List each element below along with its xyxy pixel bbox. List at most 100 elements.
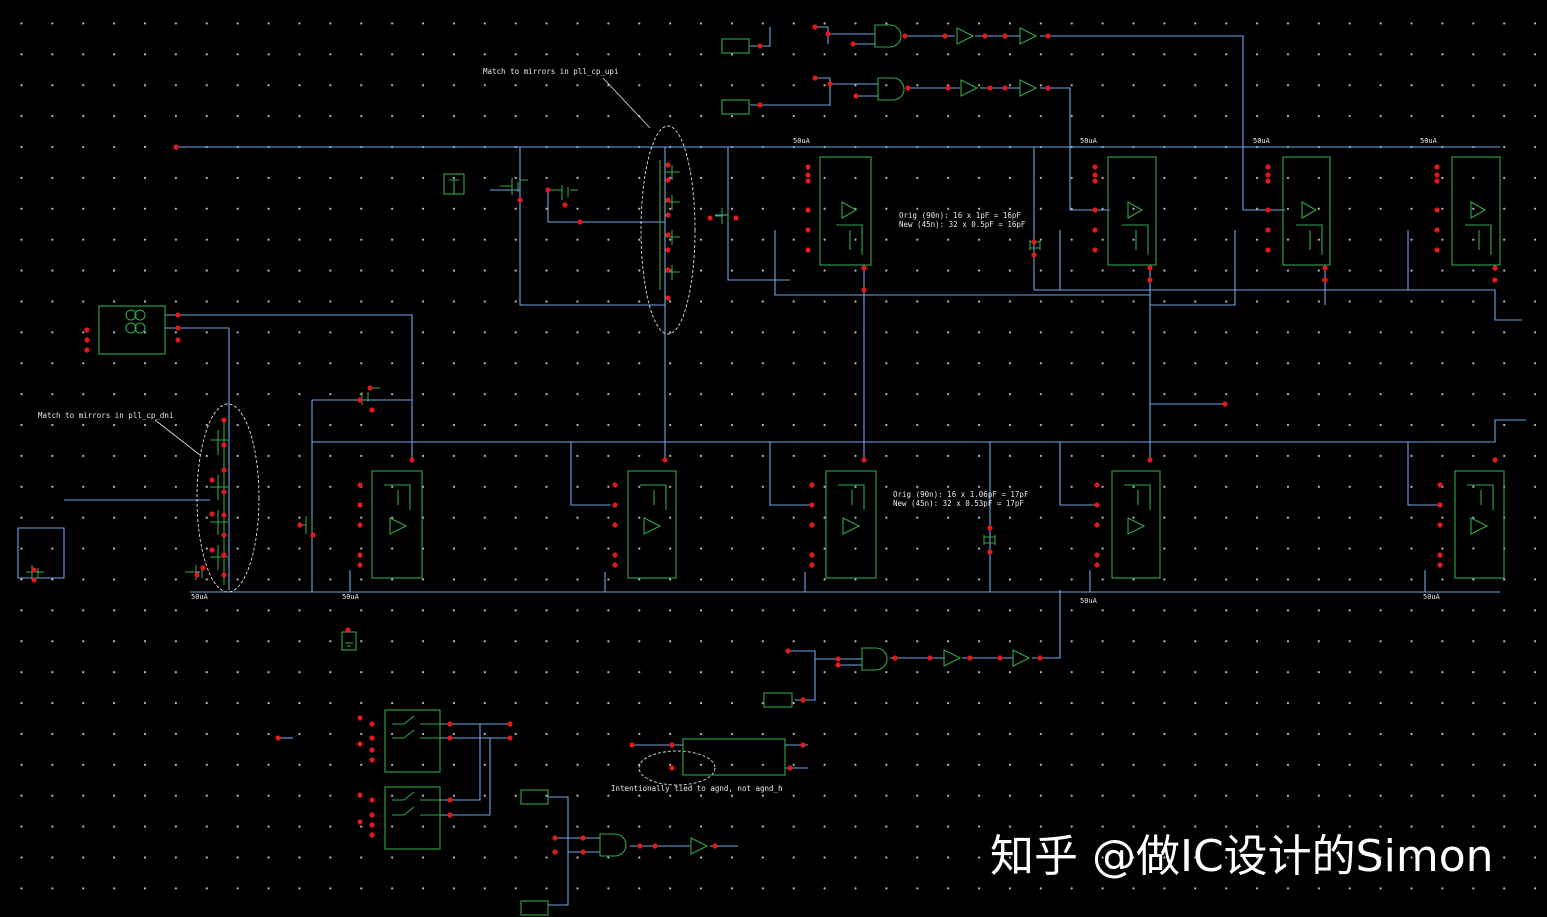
pin-dot — [861, 265, 867, 271]
match-up-note: Match to mirrors in pll_cp_upi — [483, 67, 618, 76]
pin-dot — [1222, 401, 1228, 407]
pin-dot — [805, 207, 811, 213]
pin-dot — [200, 565, 206, 571]
pin-dot — [1434, 172, 1440, 178]
pin-dot — [805, 172, 811, 178]
pin-dot — [1322, 265, 1328, 271]
current-label-bot-1: 50uA — [191, 593, 209, 601]
pin-dot — [662, 457, 668, 463]
pin-dot — [861, 457, 867, 463]
pin-dot — [1492, 457, 1498, 463]
pin-dot — [787, 765, 793, 771]
pin-dot — [577, 219, 583, 225]
pins — [31, 24, 1498, 855]
pin-dot — [665, 197, 671, 203]
pin-dot — [1147, 457, 1153, 463]
pin-dot — [1265, 164, 1271, 170]
pin-dot — [369, 407, 375, 413]
pin-dot — [369, 747, 375, 753]
pin-dot — [805, 164, 811, 170]
pin-dot — [1092, 164, 1098, 170]
pin-dot — [612, 502, 618, 508]
pin-dot — [757, 102, 763, 108]
pin-dot — [507, 735, 513, 741]
pin-dot — [1094, 482, 1100, 488]
pin-dot — [853, 93, 859, 99]
pin-dot — [809, 482, 815, 488]
pin-dot — [369, 797, 375, 803]
pin-dot — [665, 247, 671, 253]
pin-dot — [409, 457, 415, 463]
pin-dot — [805, 178, 811, 184]
pin-dot — [447, 735, 453, 741]
pin-dot — [612, 562, 618, 568]
pin-dot — [367, 385, 373, 391]
pin-dot — [580, 849, 586, 855]
pin-dot — [1092, 247, 1098, 253]
pin-dot — [927, 655, 933, 661]
pin-dot — [1147, 265, 1153, 271]
pin-dot — [1437, 482, 1443, 488]
pin-dot — [1437, 502, 1443, 508]
pin-dot — [552, 835, 558, 841]
pin-dot — [31, 567, 37, 573]
pin-dot — [1265, 178, 1271, 184]
pin-dot — [221, 512, 227, 518]
pin-dot — [652, 843, 658, 849]
pin-dot — [987, 525, 993, 531]
pin-dot — [812, 75, 818, 81]
pin-dot — [507, 721, 513, 727]
pin-dot — [357, 741, 363, 747]
annotations: Match to mirrors in pll_cp_upi Match to … — [38, 67, 1441, 793]
current-label-top-2: 50uA — [1080, 137, 1098, 145]
pin-dot — [987, 549, 993, 555]
pin-dot — [209, 547, 215, 553]
pin-dot — [800, 697, 806, 703]
pin-dot — [357, 522, 363, 528]
pin-dot — [209, 477, 215, 483]
pin-dot — [221, 552, 227, 558]
pin-dot — [369, 735, 375, 741]
pin-dot — [665, 232, 671, 238]
pin-dot — [545, 187, 551, 193]
pin-dot — [357, 819, 363, 825]
pin-dot — [1434, 164, 1440, 170]
pin-dot — [665, 177, 671, 183]
pin-dot — [357, 482, 363, 488]
pin-dot — [805, 227, 811, 233]
pin-dot — [712, 843, 718, 849]
pin-dot — [612, 552, 618, 558]
pin-dot — [175, 312, 181, 318]
pin-dot — [1094, 522, 1100, 528]
pin-dot — [665, 267, 671, 273]
pin-dot — [221, 417, 227, 423]
pin-dot — [1265, 207, 1271, 213]
pin-dot — [665, 212, 671, 218]
pin-dot — [669, 742, 675, 748]
pin-dot — [1031, 252, 1037, 258]
pin-dot — [221, 572, 227, 578]
watermark: 知乎 @做IC设计的Simon — [990, 831, 1494, 882]
current-label-bot-3: 50uA — [1080, 597, 1098, 605]
pin-dot — [825, 31, 831, 37]
pin-dot — [1434, 227, 1440, 233]
pin-dot — [1002, 85, 1008, 91]
pin-dot — [310, 532, 316, 538]
pin-dot — [1492, 277, 1498, 283]
pin-dot — [665, 295, 671, 301]
pin-dot — [629, 742, 635, 748]
cap-bot-note-1: Orig (90n): 16 x 1.06pF = 17pF — [893, 490, 1029, 499]
pin-dot — [221, 467, 227, 473]
pin-dot — [552, 849, 558, 855]
cap-top-note-1: Orig (90n): 16 x 1pF = 16pF — [899, 211, 1021, 220]
pin-dot — [1265, 227, 1271, 233]
pin-dot — [175, 325, 181, 331]
pin-dot — [1094, 562, 1100, 568]
pin-dot — [1037, 655, 1043, 661]
pin-dot — [665, 162, 671, 168]
pin-dot — [31, 577, 37, 583]
pin-dot — [175, 337, 181, 343]
pin-dot — [1031, 239, 1037, 245]
